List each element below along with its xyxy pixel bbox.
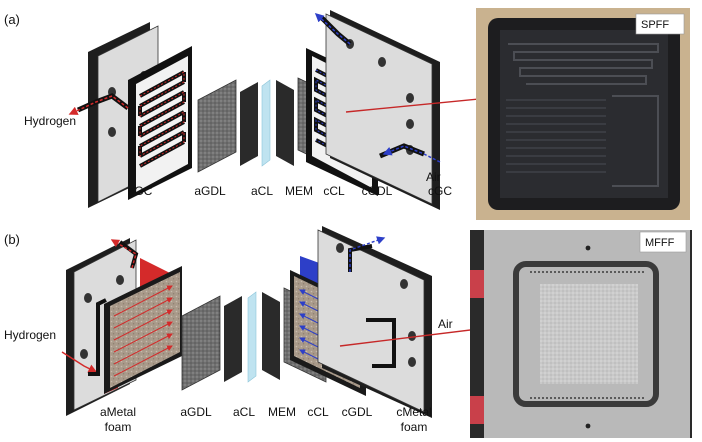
hydrogen-label-a: Hydrogen (24, 114, 76, 128)
layer-label: cGC (428, 184, 452, 198)
layer-label: aGC (128, 184, 153, 198)
layer-sublabel: foam (105, 420, 132, 434)
layer-label: aGDL (180, 405, 212, 419)
panel-b: (b) H (4, 226, 692, 438)
layer-label: aCL (251, 184, 273, 198)
layer-label: cGDL (362, 184, 393, 198)
layer-label: cCL (307, 405, 329, 419)
layer-sublabel: foam (401, 420, 428, 434)
panel-a: (a) Hydrogen (4, 8, 690, 220)
layer-label: MEM (268, 405, 296, 419)
hydrogen-label-b: Hydrogen (4, 328, 56, 342)
membrane (247, 291, 257, 383)
spff-photo: SPFF (476, 8, 690, 220)
mfff-photo: MFFF (470, 230, 692, 438)
panel-a-label: (a) (4, 12, 20, 27)
air-inlet-path (366, 318, 396, 368)
layer-label: cCL (323, 184, 345, 198)
layer-label: aMetal (100, 405, 136, 419)
layer-label: aCL (233, 405, 255, 419)
spff-badge: SPFF (641, 19, 669, 31)
anode-catalyst-layer (224, 296, 242, 382)
anode-gdl (181, 295, 221, 391)
anode-metal-foam (104, 266, 182, 394)
cathode-catalyst-layer (276, 80, 294, 166)
air-label-a: Air (426, 170, 441, 184)
anode-gdl (197, 79, 237, 173)
panel-b-label: (b) (4, 232, 20, 247)
layer-label: aGDL (194, 184, 226, 198)
anode-gas-channel (128, 46, 192, 200)
layer-label: cGDL (342, 405, 373, 419)
air-label-b: Air (438, 317, 453, 331)
anode-catalyst-layer (240, 82, 258, 166)
mfff-badge: MFFF (645, 237, 675, 249)
layer-label: cMetal (396, 405, 431, 419)
membrane (261, 79, 271, 167)
cathode-catalyst-layer (262, 292, 280, 380)
layer-label: MEM (285, 184, 313, 198)
hydrogen-inlet-path (61, 351, 98, 373)
